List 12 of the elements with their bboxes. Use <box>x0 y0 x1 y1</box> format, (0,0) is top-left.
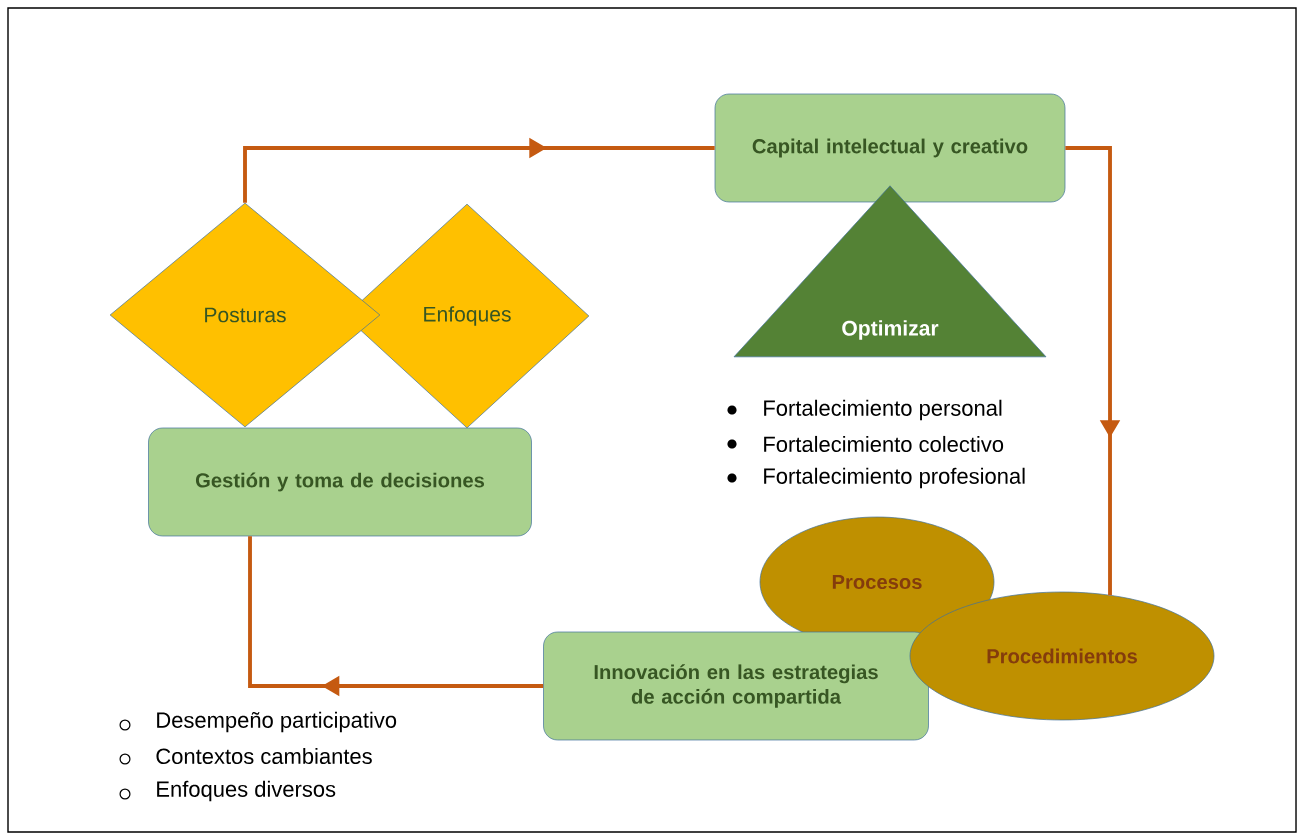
arrow <box>1065 146 1121 596</box>
process-box: Capital intelectual y creativo <box>714 93 1066 203</box>
arrow <box>243 137 715 203</box>
list-item: Enfoques diversos <box>157 780 336 802</box>
arrow <box>248 536 544 697</box>
list-item: Fortalecimiento colectivo <box>764 435 1004 453</box>
list-item: Fortalecimiento profesional <box>764 467 1025 489</box>
process-box: Innovación en las estrategias de acción compartida <box>543 631 929 741</box>
process-box: Gestión y toma de decisiones <box>148 427 532 537</box>
list-item: Desempeño participativo <box>157 711 397 733</box>
list-item: Contextos cambiantes <box>156 747 372 765</box>
list-item: Fortalecimiento personal <box>764 399 1002 421</box>
